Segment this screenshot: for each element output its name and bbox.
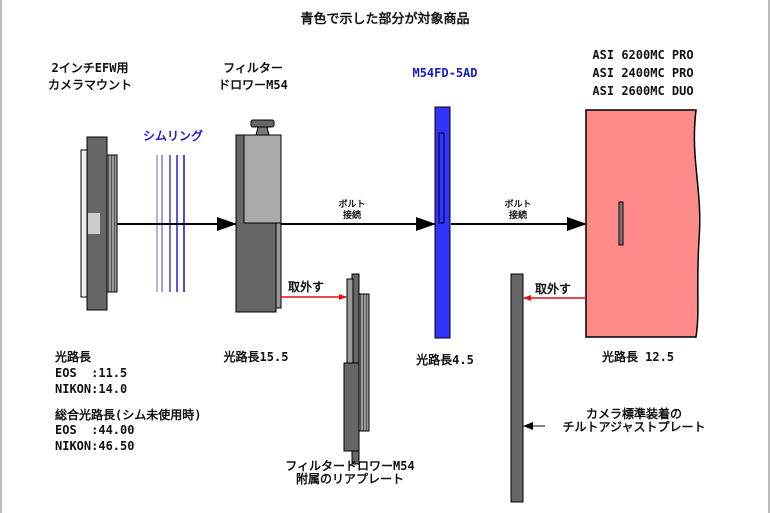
spec-total-eos: EOS :44.00 (55, 423, 134, 437)
bolt-connection-2-line1: ボルト (504, 198, 531, 210)
filter-drawer: フィルター ドロワーM54 光路長15.5 (218, 61, 288, 364)
remove-label-1: 取外す (288, 279, 324, 294)
product-m54fd-5ad: M54FD-5AD 光路長4.5 (412, 66, 477, 367)
rear-plate-body (343, 362, 360, 452)
tilt-plate-body (510, 273, 524, 503)
rear-plate-label-line1: フィルタードロワーM54 (285, 459, 414, 473)
mount-front-plate (80, 149, 88, 298)
camera-optical-length: 光路長 12.5 (601, 349, 674, 364)
mount-label-line1: 2インチEFW用 (52, 61, 129, 75)
spec-heading: 光路長 (54, 349, 92, 364)
spec-total-nikon: NIKON:46.50 (55, 439, 134, 453)
shim-label: シムリング (143, 128, 203, 143)
rear-plate: フィルタードロワーM54 附属のリアプレート (285, 273, 415, 486)
shim-rings: シムリング (143, 128, 203, 292)
spec-total-heading: 総合光路長(シム未使用時) (55, 407, 201, 422)
mount-label-line2: カメラマウント (48, 78, 132, 92)
bolt-connection-2-line2: 接続 (509, 209, 527, 221)
tilt-plate-label-line2: チルトアジャストプレート (563, 419, 706, 434)
mount-optical-specs: 光路長 EOS :11.5 NIKON:14.0 総合光路長(シム未使用時) E… (54, 349, 201, 453)
diagram-title: 青色で示した部分が対象商品 (300, 11, 469, 27)
drawer-optical-length: 光路長15.5 (223, 349, 289, 364)
drawer-slot (243, 134, 282, 224)
spec-eos: EOS :11.5 (55, 366, 127, 380)
camera-model: ASI 2600MC DUO (592, 84, 693, 98)
spec-nikon: NIKON:14.0 (55, 382, 127, 396)
camera-model: ASI 2400MC PRO (592, 66, 693, 80)
rear-plate-thread (358, 293, 370, 432)
mount-thread (106, 154, 118, 293)
tilt-plate-label-line1: カメラ標準装着の (586, 406, 682, 421)
camera-model: ASI 6200MC PRO (592, 48, 693, 62)
drawer-knob-stem (255, 126, 270, 136)
drawer-label-line2: ドロワーM54 (218, 78, 288, 92)
camera-sensor (618, 201, 624, 246)
rear-plate-light (346, 278, 354, 364)
rear-plate-label-line2: 附属のリアプレート (296, 471, 404, 486)
bolt-connection-1-line1: ボルト (338, 198, 365, 210)
camera-mount: 2インチEFW用 カメラマウント (48, 61, 132, 311)
remove-label-2: 取外す (535, 281, 571, 296)
drawer-knob (250, 119, 275, 128)
mount-window (88, 213, 100, 234)
camera: ASI 6200MC PRO ASI 2400MC PRO ASI 2600MC… (585, 48, 701, 364)
drawer-label-line1: フィルター (223, 61, 283, 75)
product-optical-length: 光路長4.5 (415, 352, 474, 367)
tilt-adjust-plate: カメラ標準装着の チルトアジャストプレート (510, 273, 706, 503)
product-step (438, 132, 445, 224)
product-label: M54FD-5AD (412, 66, 477, 80)
bolt-connection-1-line2: 接続 (343, 209, 361, 221)
camera-body (585, 109, 701, 338)
drawer-rear-edge (275, 222, 282, 309)
